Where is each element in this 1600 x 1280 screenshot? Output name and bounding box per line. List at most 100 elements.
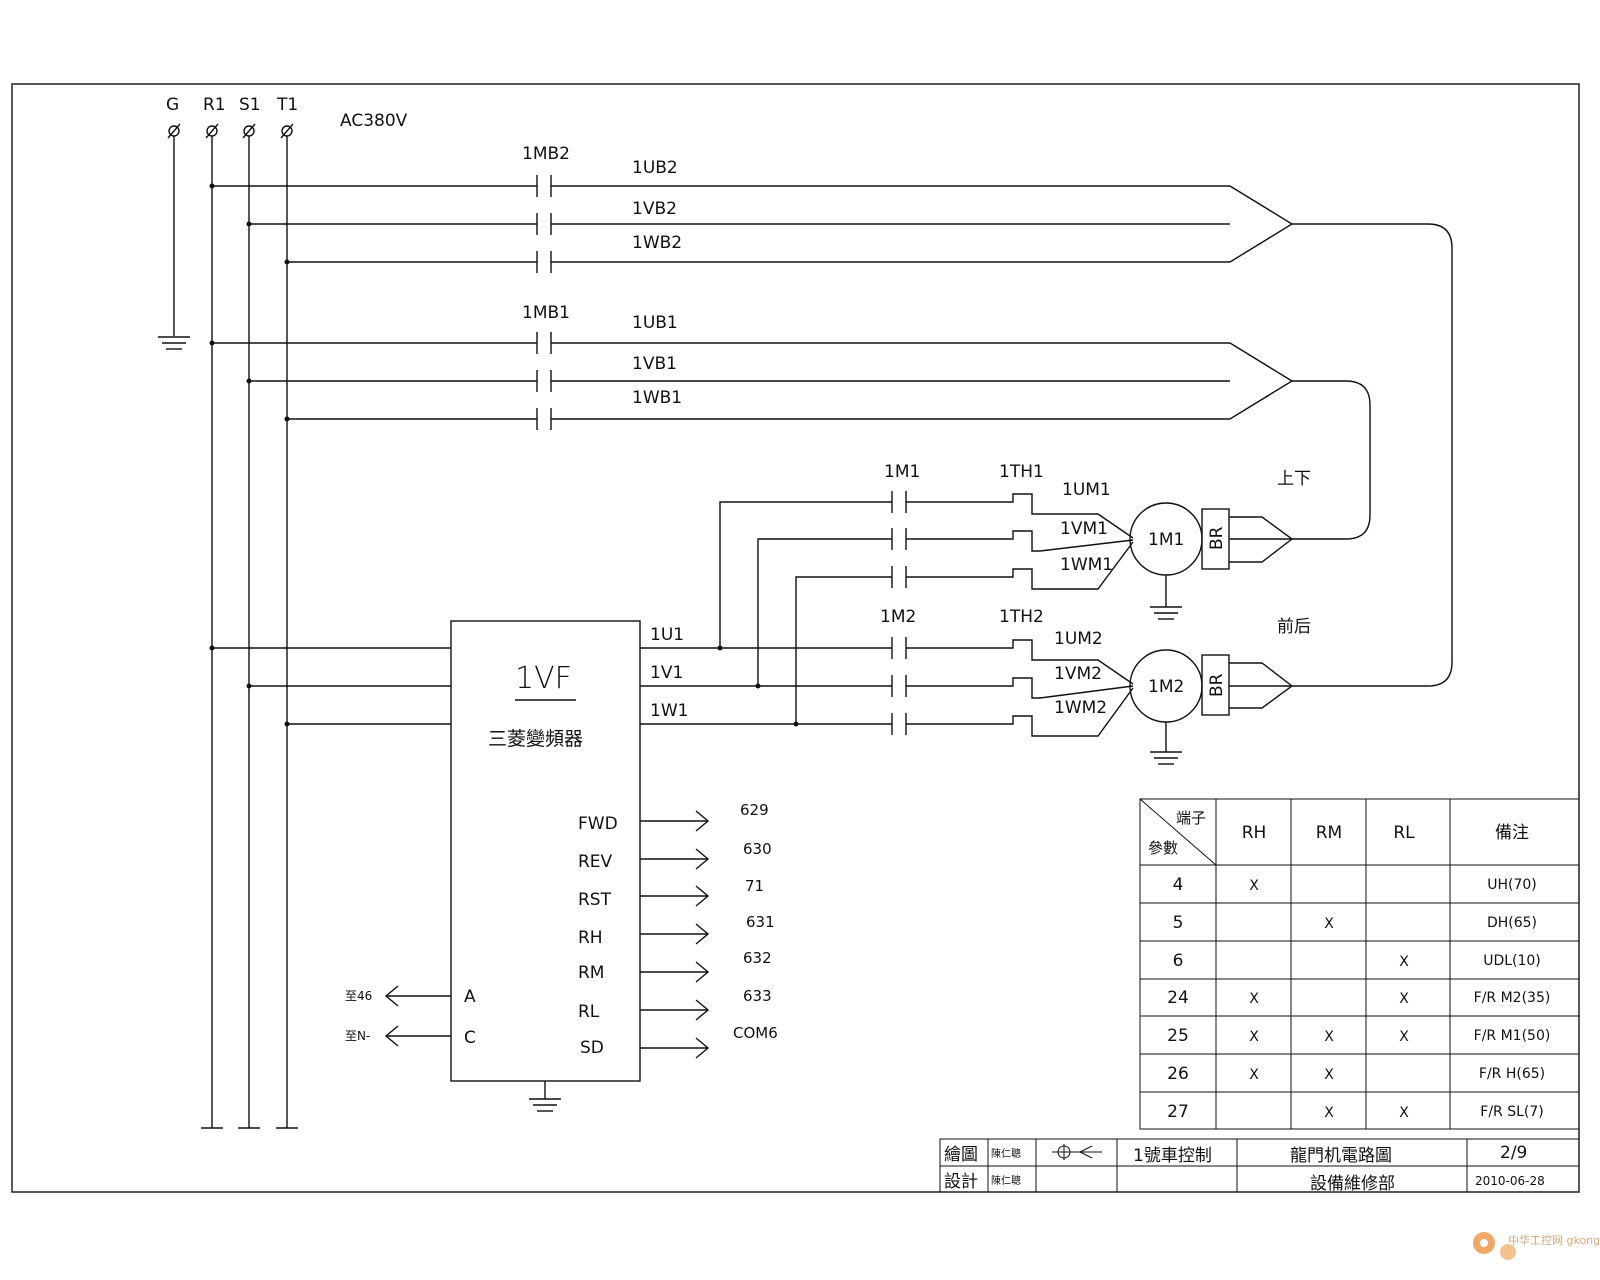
inverter-signals: FWD REV RST RH RM RL SD 629 630 71 631 6… (345, 801, 778, 1059)
table-row: 5 X DH(65) (1173, 913, 1537, 933)
row-rm: X (1324, 1029, 1334, 1045)
row-rl: X (1399, 991, 1409, 1007)
table-row: 24 X X F/R M2(35) (1167, 988, 1550, 1008)
line-1um2-label: 1UM2 (1054, 629, 1103, 649)
motor-1m1-direction: 上下 (1277, 469, 1311, 489)
signal-rh-terminal: RH (578, 928, 603, 948)
row-param: 4 (1173, 875, 1184, 895)
signal-rm-terminal: RM (578, 963, 604, 983)
terminal-symbols (167, 123, 294, 139)
row-note: UDL(10) (1483, 953, 1541, 969)
contactor-1mb1-label: 1MB1 (522, 303, 570, 323)
supply-buses (173, 136, 298, 1129)
table-header-rm: RM (1316, 823, 1342, 843)
row-note: F/R SL(7) (1480, 1104, 1543, 1120)
analog-a-target: 至46 (345, 989, 372, 1003)
table-corner-bottom: 參數 (1148, 839, 1178, 857)
signal-rst-wire: 71 (745, 877, 764, 895)
line-1ub1-label: 1UB1 (632, 313, 678, 333)
line-1wm1-label: 1WM1 (1060, 555, 1113, 575)
motor-1m2-branch: 1M2 1TH2 1UM2 1VM2 1WM2 1M2 BR 前后 (880, 607, 1428, 765)
output-1u1-label: 1U1 (650, 625, 684, 645)
table-row: 4 X UH(70) (1173, 875, 1537, 895)
row-rh: X (1249, 1067, 1259, 1083)
line-1vb1-label: 1VB1 (632, 354, 677, 374)
drawing-border (11, 83, 1580, 1193)
motor-1m2-direction: 前后 (1277, 617, 1311, 637)
line-1vm2-label: 1VM2 (1054, 664, 1102, 684)
row-param: 24 (1167, 988, 1189, 1008)
thermal-1th1-label: 1TH1 (999, 462, 1044, 482)
terminal-t1-label: T1 (276, 95, 298, 115)
table-header-rh: RH (1242, 823, 1267, 843)
signal-rev-terminal: REV (578, 852, 613, 872)
terminal-s1-label: S1 (239, 95, 261, 115)
terminal-r1-label: R1 (203, 95, 226, 115)
terminal-g-label: G (166, 95, 179, 115)
motor-1m2-brake-label: BR (1207, 673, 1227, 697)
motor-1m2-label: 1M2 (1148, 677, 1184, 697)
drawing-title: 龍門机電路圖 (1290, 1146, 1392, 1166)
drawing-symbol-icon (1052, 1144, 1102, 1160)
line-1wm2-label: 1WM2 (1054, 698, 1107, 718)
supply-terminals: G R1 S1 T1 AC380V (158, 95, 408, 1129)
row-rm: X (1324, 1105, 1334, 1121)
signal-rl-terminal: RL (578, 1002, 600, 1022)
drawing-date: 2010-06-28 (1475, 1174, 1545, 1188)
row-rl: X (1399, 1029, 1409, 1045)
signal-sd-terminal: SD (580, 1038, 604, 1058)
row-rm: X (1324, 1067, 1334, 1083)
signal-rl-wire: 633 (743, 987, 772, 1005)
row-param: 25 (1167, 1026, 1189, 1046)
signal-fwd-wire: 629 (740, 801, 769, 819)
motor-1m1-label: 1M1 (1148, 530, 1184, 550)
output-1w1-label: 1W1 (650, 701, 688, 721)
signal-sd-wire: COM6 (733, 1024, 778, 1042)
row-param: 5 (1173, 913, 1184, 933)
row-param: 6 (1173, 951, 1184, 971)
drawn-label: 繪圖 (944, 1145, 978, 1165)
signal-rh-wire: 631 (746, 913, 775, 931)
brake-circuit-1: 1MB1 1UB1 1VB1 1WB1 (209, 303, 1371, 540)
motor-1m1-branch: 1M1 1TH1 1UM1 1VM1 1WM1 1M1 BR 上下 (884, 462, 1311, 620)
line-1vm1-label: 1VM1 (1060, 519, 1108, 539)
contactor-1m2-label: 1M2 (880, 607, 916, 627)
watermark-logo: 中华工控网 gkong.com (1473, 1232, 1600, 1260)
row-note: F/R H(65) (1479, 1066, 1545, 1082)
title-block: 繪圖 陳仁聰 設計 陳仁聰 1號車控制 龍門机電路圖 2/9 設備維修部 201… (939, 1138, 1580, 1194)
analog-a-terminal: A (464, 987, 476, 1007)
thermal-1th2-label: 1TH2 (999, 607, 1044, 627)
signal-rev-wire: 630 (743, 840, 772, 858)
row-rl: X (1399, 954, 1409, 970)
row-rh: X (1249, 1029, 1259, 1045)
supply-voltage-label: AC380V (340, 111, 408, 131)
row-note: UH(70) (1487, 877, 1537, 893)
row-note: F/R M1(50) (1474, 1028, 1551, 1044)
signal-fwd-terminal: FWD (578, 814, 618, 834)
brake-circuit-2: 1MB2 1UB2 1VB2 1WB2 (209, 144, 1453, 687)
inverter-name: 1VF (515, 661, 572, 696)
row-param: 26 (1167, 1064, 1189, 1084)
row-rh: X (1249, 878, 1259, 894)
watermark-text: 中华工控网 gkong.com (1508, 1233, 1600, 1247)
sheet-number: 2/9 (1500, 1143, 1527, 1163)
output-1v1-label: 1V1 (650, 663, 683, 683)
ground-symbol-inverter (529, 1081, 561, 1112)
line-1um1-label: 1UM1 (1062, 480, 1111, 500)
parameter-table: 端子 參數 RH RM RL 備注 4 X UH(70) 5 X DH(65) … (1139, 798, 1580, 1130)
table-row: 25 X X X F/R M1(50) (1167, 1026, 1550, 1046)
table-row: 6 X UDL(10) (1173, 951, 1541, 971)
line-1vb2-label: 1VB2 (632, 199, 677, 219)
row-rm: X (1324, 916, 1334, 932)
table-row: 27 X X F/R SL(7) (1167, 1102, 1544, 1122)
motor-1m1-brake-label: BR (1207, 526, 1227, 550)
signal-rst-terminal: RST (578, 890, 612, 910)
table-header-rl: RL (1393, 823, 1415, 843)
department: 設備維修部 (1310, 1174, 1395, 1194)
row-note: DH(65) (1487, 915, 1537, 931)
row-param: 27 (1167, 1102, 1189, 1122)
inverter-outputs: 1U1 1V1 1W1 (640, 501, 892, 727)
contactor-1m1-label: 1M1 (884, 462, 920, 482)
unit-name: 1號車控制 (1133, 1146, 1212, 1166)
